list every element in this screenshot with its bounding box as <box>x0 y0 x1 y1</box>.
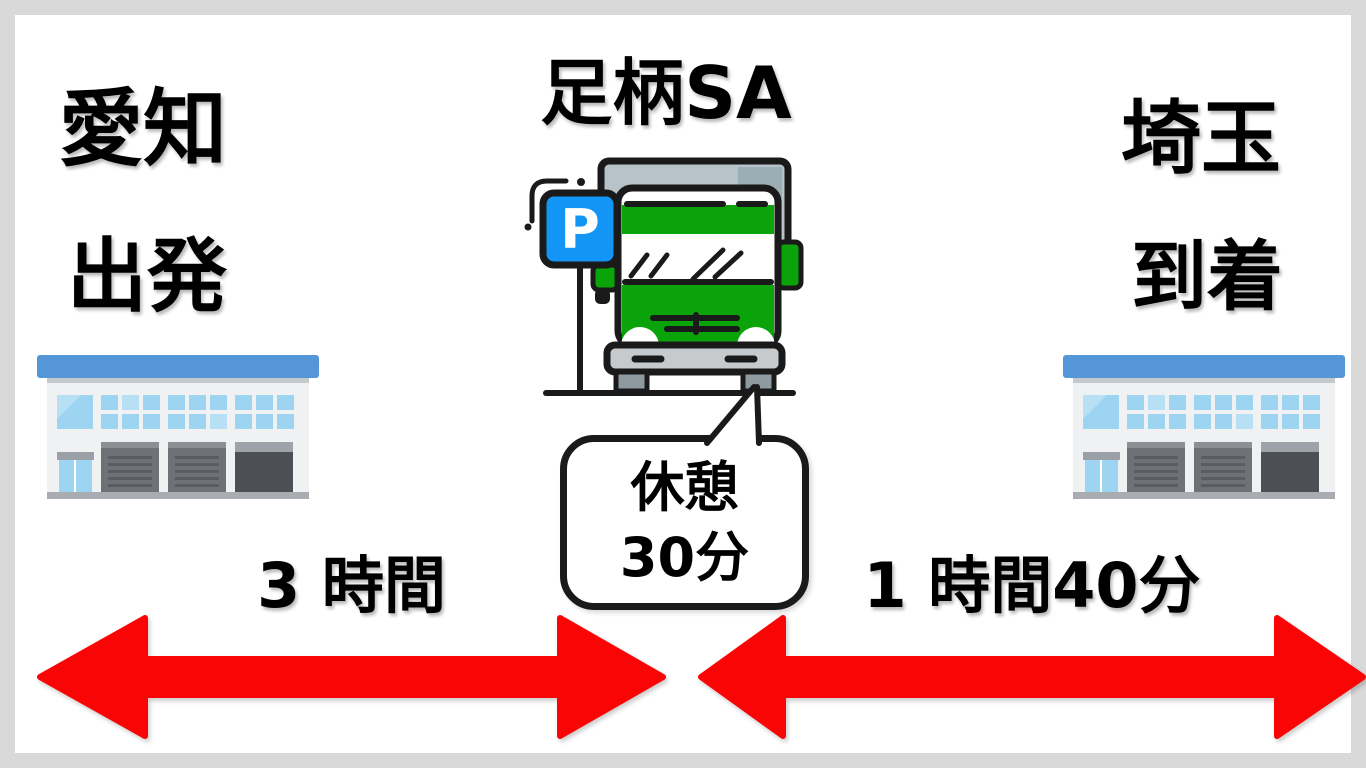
destination-prefecture-label: 埼玉 <box>1121 92 1281 185</box>
windshield-reflection <box>628 252 650 279</box>
building-door-frame <box>57 452 94 460</box>
origin-prefecture-label: 愛知 <box>59 80 228 178</box>
truck-left-mirror <box>590 262 621 293</box>
building-garage-door <box>101 442 159 492</box>
rest-stop-name-label: 足柄SA <box>540 51 792 135</box>
segment1-duration-label: 3 時間 <box>257 549 446 622</box>
segment2-arrow <box>698 615 1366 739</box>
truck-left-wheel <box>613 369 650 394</box>
parking-sign-letter: P <box>560 198 600 261</box>
rest-break-bubble: 休憩 30分 <box>560 435 809 610</box>
sign-accent-line <box>529 178 569 224</box>
rest-break-duration: 30分 <box>619 525 750 589</box>
rest-break-label: 休憩 <box>630 455 739 519</box>
origin-status-label: 出発 <box>67 230 227 323</box>
building-garage-door-closed <box>235 442 293 492</box>
building-roof <box>37 355 319 378</box>
truck-illustration: P <box>524 157 804 396</box>
segment2-duration-label: 1 時間40分 <box>863 549 1201 622</box>
duration-arrows <box>37 615 1366 739</box>
building-base <box>47 492 309 499</box>
origin-warehouse-illustration <box>37 355 319 499</box>
destination-status-label: 到着 <box>1131 232 1283 321</box>
segment1-arrow <box>37 615 666 739</box>
parking-sign-icon <box>539 189 621 269</box>
building-large-window <box>57 395 93 429</box>
truck-bumper <box>603 341 786 376</box>
building-garage-door <box>168 442 226 492</box>
bubble-tail <box>704 384 762 448</box>
